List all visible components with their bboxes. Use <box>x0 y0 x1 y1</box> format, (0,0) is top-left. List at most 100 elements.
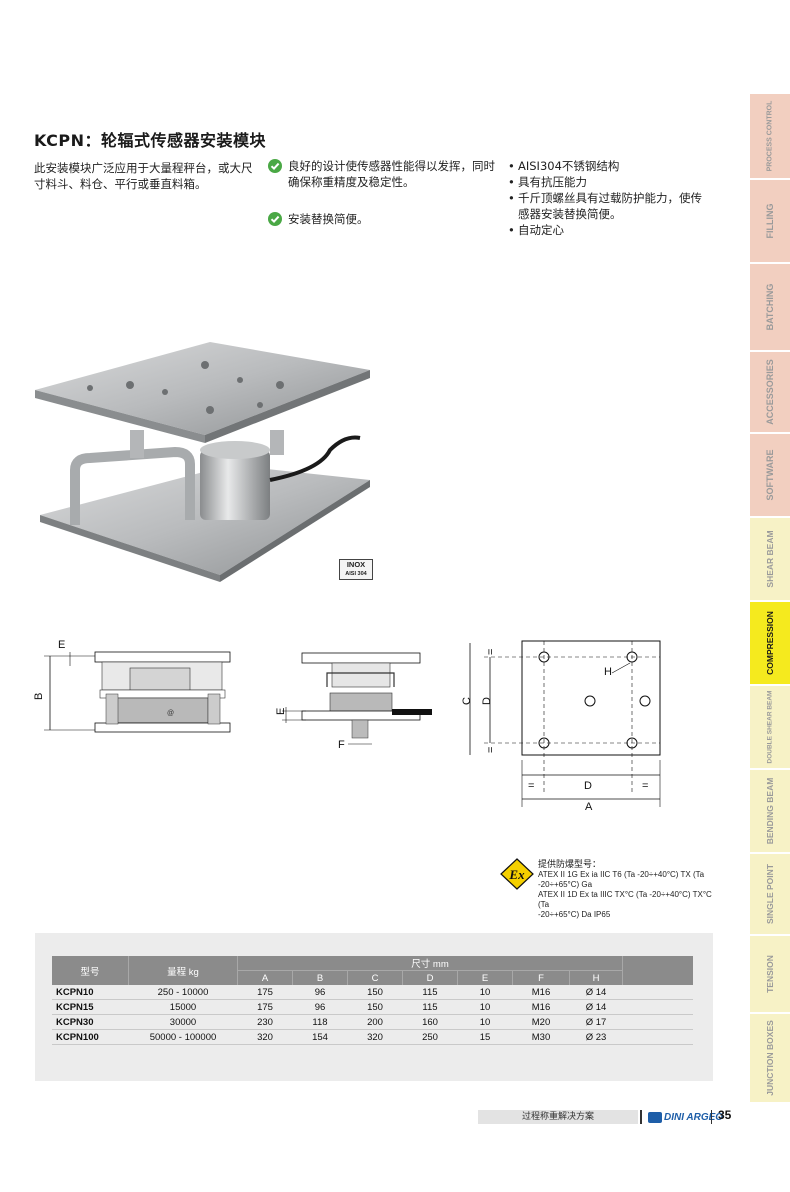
tab-label: PROCESS CONTROL <box>766 100 774 172</box>
feature-text: 良好的设计使传感器性能得以发挥，同时确保称重精度及稳定性。 <box>288 159 495 189</box>
dim-label-d: D <box>584 780 592 792</box>
dim-label-equal: = <box>485 649 497 655</box>
tab-label: COMPRESSION <box>765 611 775 675</box>
tab-tension[interactable]: TENSION <box>750 934 790 1012</box>
tab-filling[interactable]: FILLING <box>750 178 790 262</box>
dim-label-equal: = <box>528 780 534 792</box>
atex-line: -20÷+65°C) Da IP65 <box>538 910 611 919</box>
feature-text: 安装替换简便。 <box>288 212 369 226</box>
dim-label-c: C <box>462 697 473 705</box>
col-header-f: F <box>512 970 570 985</box>
check-icon <box>268 212 282 226</box>
cell-d: 115 <box>402 985 458 1000</box>
atex-line: -20÷+65°C) Ga <box>538 880 593 889</box>
cell-model: KCPN30 <box>52 1014 129 1030</box>
front-view-drawing: E B @ <box>33 639 231 733</box>
tab-process-control[interactable]: PROCESS CONTROL <box>750 92 790 178</box>
inox-badge: INOX AISI 304 <box>339 559 373 580</box>
dim-label-e: E <box>58 639 65 651</box>
page-number-divider <box>711 1110 712 1124</box>
dim-label-d: D <box>481 697 493 705</box>
cell-c: 320 <box>347 1029 403 1045</box>
footer-divider <box>640 1110 642 1124</box>
tab-accessories[interactable]: ACCESSORIES <box>750 350 790 432</box>
tab-shear-beam[interactable]: SHEAR BEAM <box>750 516 790 600</box>
cell-h: Ø 14 <box>569 985 623 1000</box>
inox-label: INOX <box>346 560 366 569</box>
cell-e: 10 <box>457 985 513 1000</box>
cell-blank <box>622 985 693 1000</box>
spec-table: 型号 量程 kg 尺寸 mm A B C D E F H KCPN10 250 … <box>52 956 693 1045</box>
tab-label: ACCESSORIES <box>765 359 775 425</box>
tab-batching[interactable]: BATCHING <box>750 262 790 350</box>
check-icon <box>268 159 282 173</box>
tab-software[interactable]: SOFTWARE <box>750 432 790 516</box>
cell-b: 96 <box>292 999 348 1015</box>
dim-label-f: F <box>338 739 345 751</box>
spec-bullet-list: AISI304不锈钢结构 具有抗压能力 千斤顶螺丝具有过载防护能力，使传感器安装… <box>508 158 713 238</box>
cell-f: M16 <box>512 985 570 1000</box>
dim-label-e: E <box>275 708 287 715</box>
table-row: KCPN100 50000 - 100000 320 154 320 250 1… <box>52 1029 693 1045</box>
cell-e: 15 <box>457 1029 513 1045</box>
cell-blank <box>622 1029 693 1045</box>
page-number: 35 <box>718 1108 732 1122</box>
table-row: KCPN30 30000 230 118 200 160 10 M20 Ø 17 <box>52 1014 693 1030</box>
atex-heading: 提供防爆型号： <box>538 860 602 870</box>
cell-blank <box>622 1014 693 1030</box>
tab-label: SINGLE POINT <box>765 864 775 924</box>
tab-label: DOUBLE SHEAR BEAM <box>766 690 774 764</box>
svg-text:@: @ <box>167 710 174 717</box>
cell-a: 320 <box>237 1029 293 1045</box>
cell-f: M30 <box>512 1029 570 1045</box>
dim-label-equal: = <box>642 780 648 792</box>
tab-junction-boxes[interactable]: JUNCTION BOXES <box>750 1012 790 1102</box>
tab-label: JUNCTION BOXES <box>765 1020 775 1096</box>
dim-label-a: A <box>585 801 593 813</box>
tab-single-point[interactable]: SINGLE POINT <box>750 852 790 934</box>
cell-blank <box>622 999 693 1015</box>
tab-compression[interactable]: COMPRESSION <box>750 600 790 684</box>
feature-item: 安装替换简便。 <box>268 211 496 227</box>
tab-double-shear-beam[interactable]: DOUBLE SHEAR BEAM <box>750 684 790 768</box>
aisi-label: AISI 304 <box>345 571 367 577</box>
atex-line: ATEX II 1D Ex ta IIIC TX°C (Ta -20÷+40°C… <box>538 890 712 909</box>
atex-ex-label: Ex <box>508 867 525 882</box>
page-title: KCPN：轮辐式传感器安装模块 <box>34 131 267 150</box>
atex-ex-icon: Ex <box>500 858 534 890</box>
side-view-drawing: E F <box>275 652 432 751</box>
col-header-c: C <box>347 970 403 985</box>
cell-b: 154 <box>292 1029 348 1045</box>
cell-capacity: 30000 <box>128 1014 238 1030</box>
cell-a: 175 <box>237 999 293 1015</box>
bullet-item: AISI304不锈钢结构 <box>508 158 713 174</box>
col-header-d: D <box>402 970 458 985</box>
tab-label: SHEAR BEAM <box>765 530 775 588</box>
dim-label-equal: = <box>485 747 497 753</box>
cell-c: 150 <box>347 999 403 1015</box>
cell-d: 250 <box>402 1029 458 1045</box>
cell-h: Ø 17 <box>569 1014 623 1030</box>
cell-a: 175 <box>237 985 293 1000</box>
cell-h: Ø 23 <box>569 1029 623 1045</box>
cell-capacity: 50000 - 100000 <box>128 1029 238 1045</box>
intro-paragraph: 此安装模块广泛应用于大量程秤台，或大尺寸料斗、料仓、平行或垂直料箱。 <box>34 161 253 191</box>
col-header-dimensions: 尺寸 mm <box>237 956 623 971</box>
cell-model: KCPN10 <box>52 985 129 1000</box>
table-row: KCPN10 250 - 10000 175 96 150 115 10 M16… <box>52 985 693 1000</box>
brand-name: DINI ARGEO <box>664 1111 724 1123</box>
tab-bending-beam[interactable]: BENDING BEAM <box>750 768 790 852</box>
cell-d: 115 <box>402 999 458 1015</box>
dim-label-h: H <box>604 666 612 678</box>
feature-item: 良好的设计使传感器性能得以发挥，同时确保称重精度及稳定性。 <box>268 158 496 190</box>
tab-label: SOFTWARE <box>765 449 775 501</box>
bullet-item: 具有抗压能力 <box>508 174 713 190</box>
product-photo <box>35 342 370 582</box>
cell-a: 230 <box>237 1014 293 1030</box>
col-header-blank <box>622 956 693 985</box>
cell-b: 96 <box>292 985 348 1000</box>
col-header-e: E <box>457 970 513 985</box>
top-view-drawing: C D D A H = = = = <box>462 640 661 813</box>
col-header-h: H <box>569 970 623 985</box>
col-header-b: B <box>292 970 348 985</box>
